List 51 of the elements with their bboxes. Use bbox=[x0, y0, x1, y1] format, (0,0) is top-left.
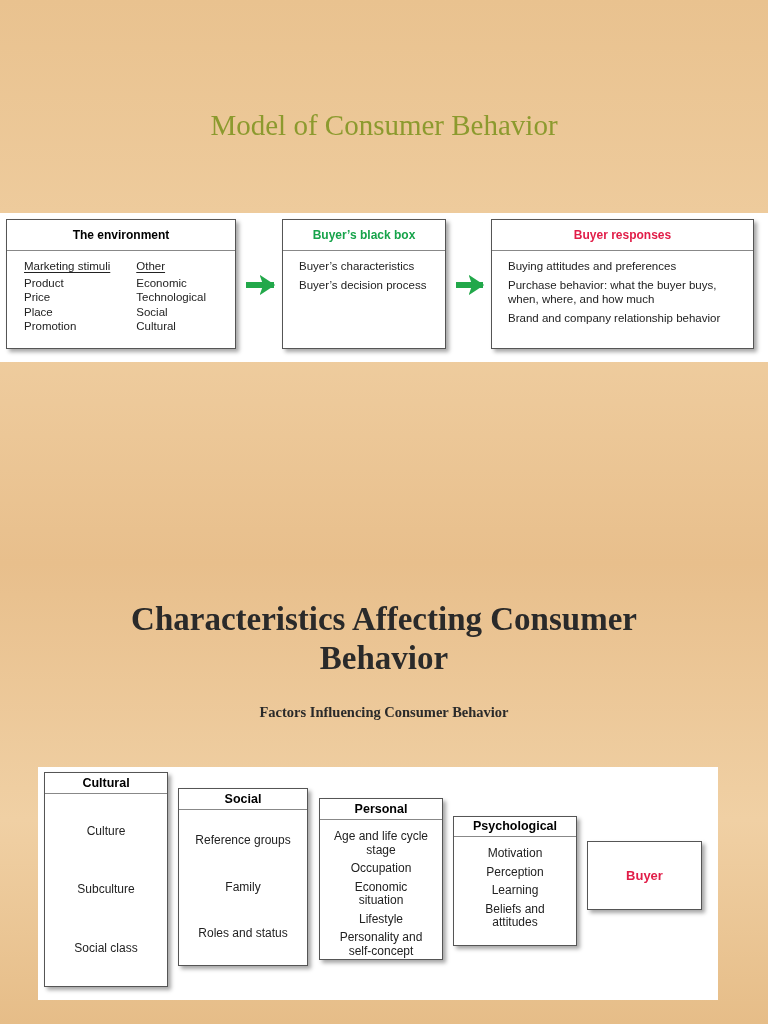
factor-item: Economic situation bbox=[353, 880, 409, 908]
heading: Characteristics Affecting Consumer Behavior bbox=[130, 600, 638, 678]
column-heading: Other bbox=[136, 259, 166, 274]
factor-item: Culture bbox=[86, 824, 126, 839]
box-title: The environment bbox=[72, 227, 170, 244]
box-title: Social bbox=[224, 790, 262, 808]
list-item: Price bbox=[24, 290, 51, 305]
model-box bbox=[282, 219, 446, 349]
factor-item: Occupation bbox=[350, 862, 412, 876]
factor-item: Lifestyle bbox=[359, 912, 403, 926]
box-title: Cultural bbox=[82, 774, 130, 792]
factor-item: Subculture bbox=[77, 883, 135, 897]
list-item: Promotion bbox=[24, 319, 77, 334]
column-heading: Marketing stimuli bbox=[24, 259, 111, 274]
list-item: Buyer’s decision process bbox=[299, 277, 428, 292]
box-title: Buyer bbox=[626, 866, 663, 885]
factor-item: Perception bbox=[486, 865, 544, 879]
factor-item: Reference groups bbox=[195, 834, 291, 848]
box-title: Psychological bbox=[472, 818, 558, 836]
factor-item: Beliefs and attitudes bbox=[484, 902, 546, 930]
list-item: Cultural bbox=[136, 319, 176, 334]
factor-box bbox=[178, 788, 308, 966]
list-item: Brand and company relationship behavior bbox=[508, 310, 722, 325]
list-item: Place bbox=[24, 304, 53, 319]
factor-box bbox=[44, 772, 168, 987]
arrow bbox=[456, 274, 485, 296]
buyer-box bbox=[587, 841, 702, 910]
factor-item: Personality and self-concept bbox=[338, 931, 424, 958]
factor-item: Family bbox=[225, 880, 261, 895]
factor-item: Age and life cycle stage bbox=[332, 830, 430, 857]
box-title: Buyer responses bbox=[573, 227, 672, 244]
factor-box bbox=[453, 816, 577, 946]
list-item: Technological bbox=[136, 290, 206, 305]
factor-item: Roles and status bbox=[198, 927, 288, 941]
box-title: Personal bbox=[354, 800, 408, 818]
model-box bbox=[6, 219, 236, 349]
factor-item: Motivation bbox=[487, 847, 543, 861]
factor-item: Learning bbox=[491, 884, 539, 898]
list-item: Economic bbox=[136, 275, 187, 290]
list-item: Social bbox=[136, 304, 168, 319]
list-item: Buying attitudes and preferences bbox=[508, 259, 678, 274]
list-item: Product bbox=[24, 275, 64, 290]
subtitle: Factors Influencing Consumer Behavior bbox=[258, 703, 510, 722]
model-box bbox=[491, 219, 754, 349]
title: Model of Consumer Behavior bbox=[209, 108, 559, 143]
arrow bbox=[246, 274, 276, 296]
list-item: Buyer’s characteristics bbox=[299, 259, 416, 274]
factor-item: Social class bbox=[74, 941, 138, 956]
box-title: Buyer’s black box bbox=[312, 227, 416, 244]
list-item: Purchase behavior: what the buyer buys, when, where, and how much bbox=[508, 277, 718, 307]
factor-box bbox=[319, 798, 443, 960]
